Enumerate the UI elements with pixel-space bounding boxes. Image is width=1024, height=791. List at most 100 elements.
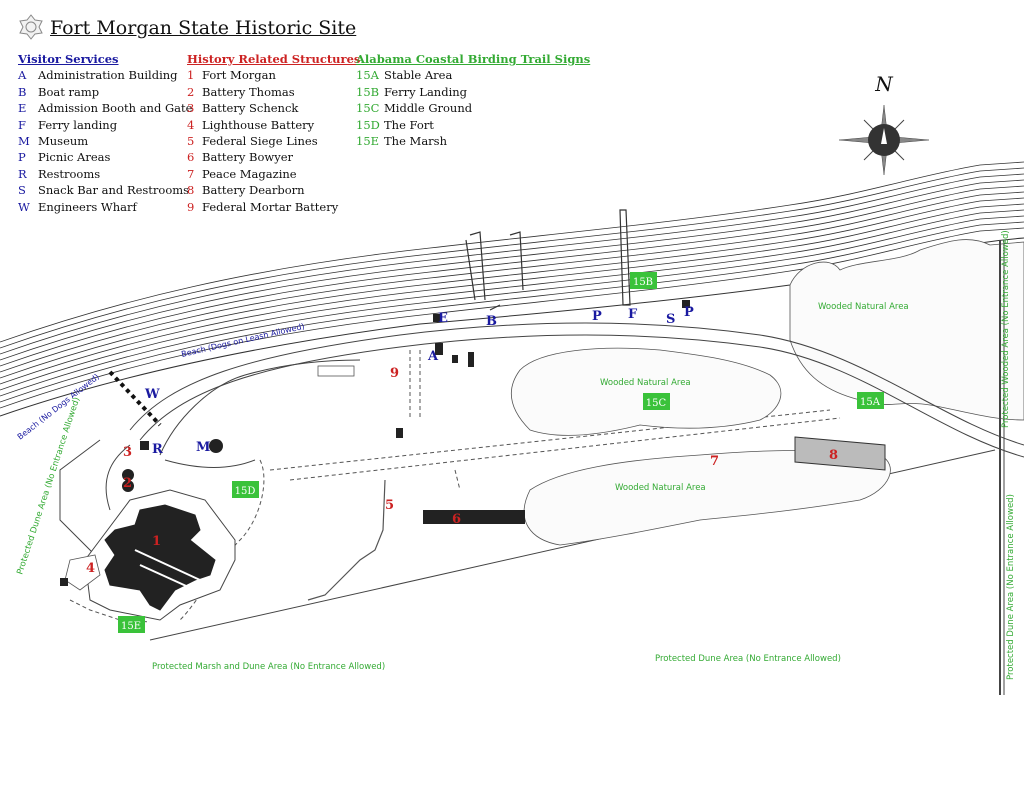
jetties — [465, 209, 631, 311]
structure-3: 3 — [123, 445, 132, 460]
marker-f: F — [628, 307, 638, 322]
shoreline-bands — [0, 161, 1024, 409]
structure-5: 5 — [385, 498, 394, 513]
legend-label: Battery Dearborn — [202, 183, 305, 198]
legend-code: 5 — [187, 134, 195, 149]
sign-15d: 15D — [235, 486, 256, 497]
legend-label: Middle Ground — [384, 101, 473, 116]
sign-15a: 15A — [860, 397, 881, 408]
legend-code: 8 — [187, 183, 195, 198]
legend-code: 6 — [187, 150, 195, 165]
sign-15b-box — [630, 272, 657, 289]
page-title: Fort Morgan State Historic Site — [50, 17, 357, 39]
lighthouse-battery — [64, 554, 101, 591]
siege-line — [307, 479, 386, 601]
legend-label: Lighthouse Battery — [202, 117, 315, 132]
legend-code: A — [18, 68, 27, 83]
legend-label: The Marsh — [384, 134, 447, 149]
legend-label: Fort Morgan — [202, 68, 276, 83]
label-protected-dune-bottom: Protected Dune Area (No Entrance Allowed… — [655, 654, 841, 664]
legend-code: 15A — [356, 68, 379, 83]
legend-item: 15B Ferry Landing — [356, 84, 590, 100]
legend-label: Museum — [38, 134, 89, 149]
structure-8: 8 — [829, 448, 838, 463]
compass-icon — [838, 104, 930, 176]
legend-code: 4 — [187, 117, 195, 132]
wooded-area-top-right — [789, 239, 1024, 421]
site-logo-icon — [19, 14, 43, 40]
compass-north-label: N — [874, 72, 894, 96]
legend-code: P — [18, 150, 26, 165]
legend-item: 6 Battery Bowyer — [187, 149, 360, 165]
legend-label: Picnic Areas — [38, 150, 111, 165]
legend-code: W — [18, 199, 30, 214]
structure-4: 4 — [86, 561, 95, 576]
legend-item: M Museum — [18, 133, 192, 149]
marker-e: E — [438, 311, 448, 326]
label-wooded-1: Wooded Natural Area — [818, 302, 909, 312]
marker-p2: P — [684, 305, 694, 320]
marker-m: M — [196, 440, 210, 455]
sign-15e-box — [118, 616, 145, 633]
roads — [59, 322, 1024, 561]
label-protected-wooded: Protected Wooded Area (No Entrance Allow… — [1001, 230, 1011, 428]
legend-item: 15A Stable Area — [356, 67, 590, 83]
legend-label: Stable Area — [384, 68, 453, 83]
marker-r: R — [152, 442, 163, 457]
legend-item: 9 Federal Mortar Battery — [187, 199, 360, 215]
legend-code: E — [18, 101, 27, 116]
visitor-markers: A B E F M P P R S W — [144, 305, 694, 457]
sign-15b: 15B — [633, 277, 653, 288]
legend-item: 1 Fort Morgan — [187, 67, 360, 83]
legend-code: M — [18, 134, 30, 149]
structure-1: 1 — [152, 534, 161, 549]
legend-code: 15C — [356, 101, 380, 116]
legend-item: R Restrooms — [18, 166, 192, 182]
label-wooded-3: Wooded Natural Area — [615, 483, 706, 493]
legend-code: 15B — [356, 84, 380, 99]
marker-w: W — [144, 387, 160, 402]
legend-item: 15E The Marsh — [356, 133, 590, 149]
structure-2: 2 — [123, 476, 132, 491]
legend-code: 15E — [356, 134, 380, 149]
label-protected-dune-right: Protected Dune Area (No Entrance Allowed… — [1006, 494, 1016, 680]
legend-item: P Picnic Areas — [18, 149, 192, 165]
structure-7: 7 — [710, 454, 719, 469]
legend-label: Ferry Landing — [384, 84, 468, 99]
legend-item: 15C Middle Ground — [356, 100, 590, 116]
legend-label: Restrooms — [38, 166, 101, 181]
legend-label: Peace Magazine — [202, 166, 297, 181]
legend-label: Snack Bar and Restrooms — [38, 183, 190, 198]
marker-b: B — [486, 314, 497, 329]
legend-code: R — [18, 166, 27, 181]
birding-signs: 15B 15C 15A 15D 15E — [118, 272, 884, 633]
structure-9: 9 — [390, 366, 399, 381]
legend-code: B — [18, 84, 27, 99]
legend-code: 1 — [187, 68, 195, 83]
legend-heading-history: History Related Structures — [187, 52, 361, 66]
sign-15e: 15E — [121, 621, 141, 632]
wooded-area-lower — [523, 450, 891, 546]
legend-label: The Fort — [384, 117, 434, 132]
legend-label: Boat ramp — [38, 84, 100, 99]
wooded-area-middle — [511, 347, 782, 436]
battery-bowyer — [423, 510, 525, 524]
legend-label: Federal Mortar Battery — [202, 199, 339, 214]
legend-label: Admission Booth and Gate — [38, 101, 193, 116]
sign-15d-box — [232, 481, 259, 498]
buildings — [60, 300, 690, 586]
marker-a: A — [427, 349, 439, 364]
legend-heading-visitor: Visitor Services — [18, 52, 119, 66]
legend-label: Ferry landing — [38, 117, 118, 132]
legend-code: 9 — [187, 199, 195, 214]
legend-label: Battery Bowyer — [202, 150, 294, 165]
